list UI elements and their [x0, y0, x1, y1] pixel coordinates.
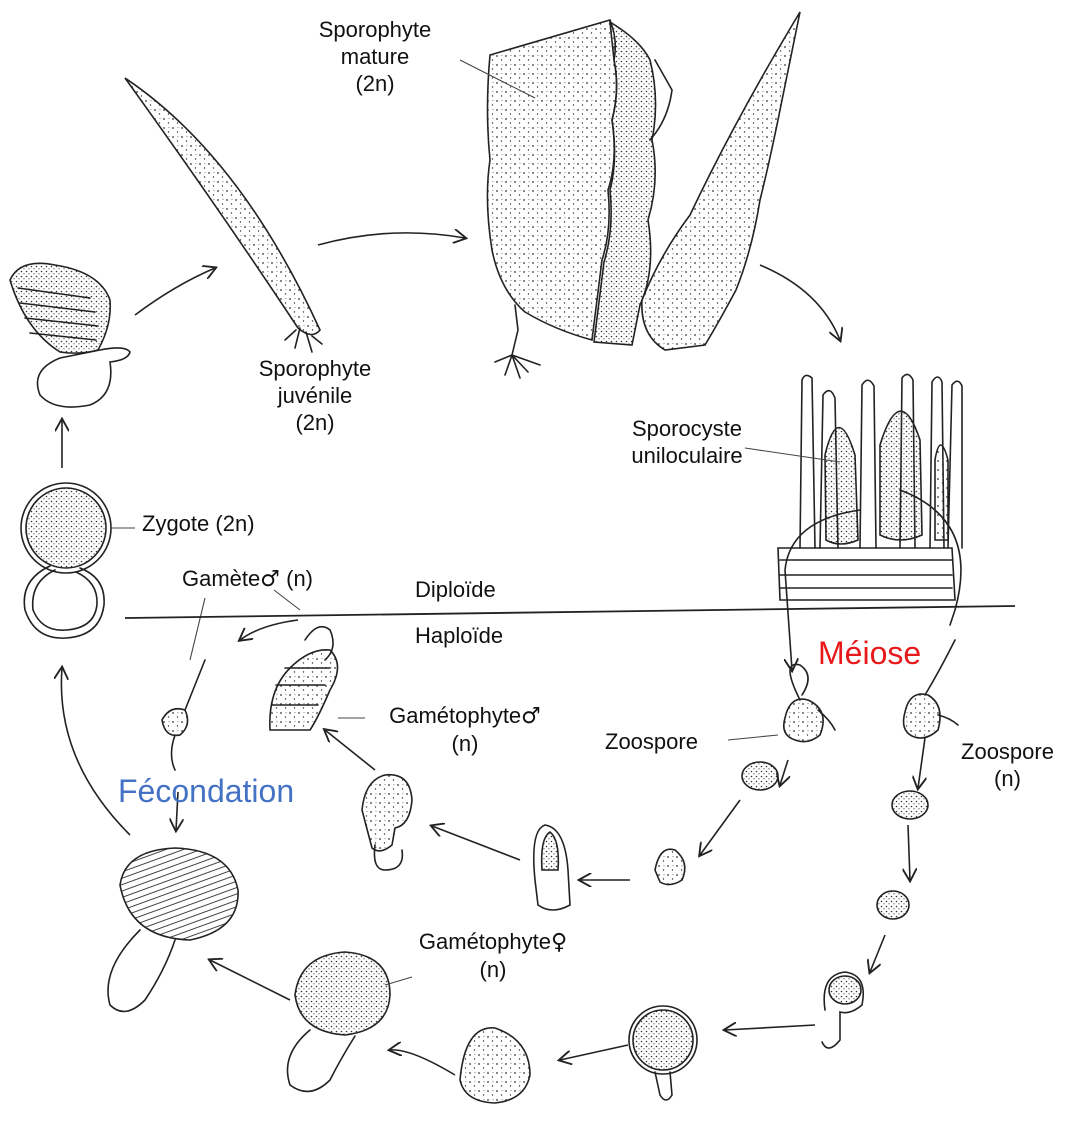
- diploid-haploid-divider: [125, 606, 1015, 618]
- label-haploide: Haploïde: [415, 622, 503, 649]
- zygote-cell: [21, 483, 111, 638]
- label-zygote: Zygote (2n): [142, 510, 255, 537]
- female-symbol-icon: ♀: [551, 930, 567, 955]
- male-gametophyte: [270, 627, 338, 730]
- zoospore-cell-left: [784, 664, 835, 741]
- label-gametophyte-female: Gamétophyte♀ (n): [398, 928, 588, 983]
- fertilised-egg: [108, 848, 238, 1011]
- juvenile-sporophyte: [125, 78, 322, 352]
- label-sporophyte-mature: Sporophyte mature (2n): [300, 16, 450, 97]
- label-fecondation: Fécondation: [118, 772, 294, 810]
- mature-sporophyte-blade: [487, 12, 800, 378]
- female-gametophyte: [288, 952, 391, 1091]
- label-sporophyte-juvenile: Sporophyte juvénile (2n): [240, 355, 390, 436]
- label-zoospore-left: Zoospore: [605, 728, 698, 755]
- unilocular-sporocyst-section: [778, 374, 962, 600]
- label-gametophyte-male: Gamétophyte♂ (n): [365, 702, 565, 757]
- label-gamete-male: Gamète♂ (n): [182, 565, 313, 593]
- young-sporophyte: [10, 263, 130, 407]
- male-symbol-icon: ♂: [521, 704, 541, 729]
- label-zoospore-right: Zoospore (n): [945, 738, 1070, 792]
- label-meiose: Méiose: [818, 634, 921, 672]
- male-symbol-icon: ♂: [260, 567, 280, 592]
- label-sporocyste: Sporocyste uniloculaire: [612, 415, 762, 469]
- label-diploide: Diploïde: [415, 576, 496, 603]
